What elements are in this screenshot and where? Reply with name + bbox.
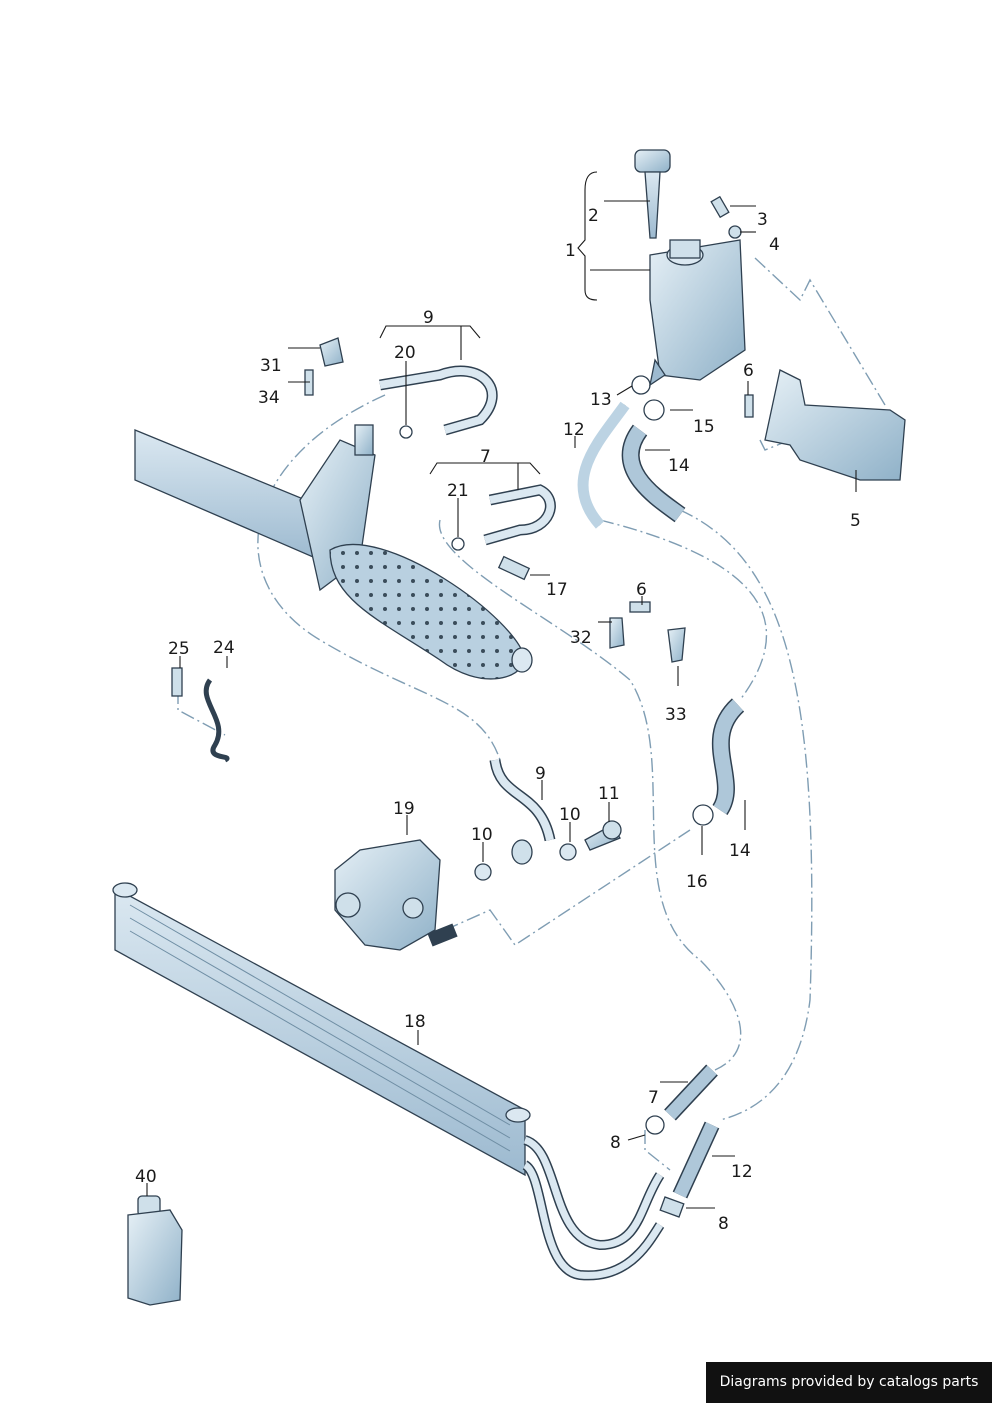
callout-label: 25 [168, 639, 190, 659]
callout-label: 6 [743, 361, 754, 381]
callout-label: 32 [570, 628, 592, 648]
callout-label: 7 [480, 447, 491, 467]
callout-label: 33 [665, 705, 687, 725]
callout-label: 20 [394, 343, 416, 363]
callout-label: 9 [535, 764, 546, 784]
oil-cooler [112, 882, 665, 1281]
callout-label: 12 [563, 420, 585, 440]
callout-label: 8 [718, 1214, 729, 1234]
callout-label: 8 [610, 1133, 621, 1153]
callout-label: 40 [135, 1167, 157, 1187]
callout-label: 10 [559, 805, 581, 825]
callout-label: 2 [588, 206, 599, 226]
attribution-footer: Diagrams provided by catalogs parts [706, 1362, 992, 1403]
power-steering-pump [334, 839, 458, 951]
callout-label: 31 [260, 356, 282, 376]
small-parts [319, 337, 714, 1218]
callout-label: 21 [447, 481, 469, 501]
leader-lines [146, 171, 857, 1209]
callout-label: 24 [213, 638, 235, 658]
steering-rack [134, 424, 533, 680]
fluid-bottle [127, 1195, 183, 1306]
callout-label: 18 [404, 1012, 426, 1032]
callout-label: 4 [769, 235, 780, 255]
callout-label: 19 [393, 799, 415, 819]
callout-label: 9 [423, 308, 434, 328]
callout-label: 17 [546, 580, 568, 600]
callout-label: 10 [471, 825, 493, 845]
callout-label: 14 [668, 456, 690, 476]
callout-label: 15 [693, 417, 715, 437]
callout-label: 16 [686, 872, 708, 892]
callout-label: 14 [729, 841, 751, 861]
callout-label: 12 [731, 1162, 753, 1182]
callout-label: 34 [258, 388, 280, 408]
bolts [171, 195, 754, 697]
hoses [203, 365, 745, 1199]
callout-label: 5 [850, 511, 861, 531]
callout-label: 6 [636, 580, 647, 600]
bracket [764, 369, 906, 481]
callout-label: 7 [648, 1088, 659, 1108]
callout-labels: 1 2 3 4 5 6 6 7 7 8 8 9 9 10 10 11 12 12… [135, 206, 861, 1234]
callout-label: 13 [590, 390, 612, 410]
connection-lines [177, 257, 886, 1171]
callout-label: 3 [757, 210, 768, 230]
callout-label: 1 [565, 241, 576, 261]
dipstick-cap [634, 149, 671, 239]
reservoir [649, 239, 746, 387]
callout-label: 11 [598, 784, 620, 804]
